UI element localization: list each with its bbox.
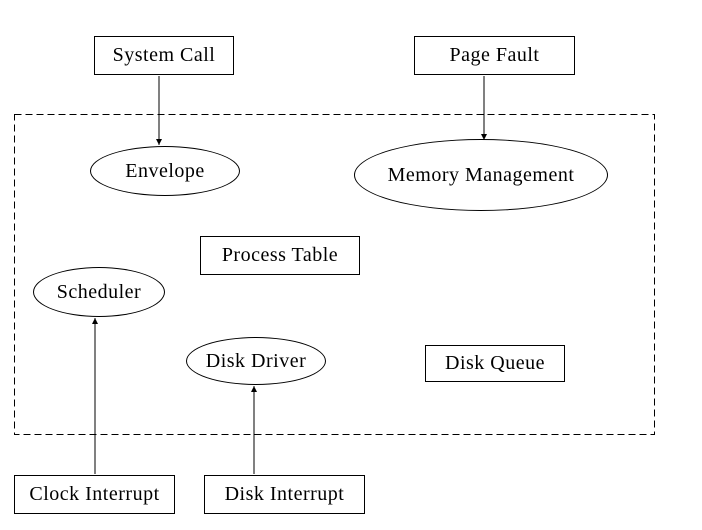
- node-memory-management-label: Memory Management: [387, 163, 575, 186]
- node-disk-interrupt: Disk Interrupt: [204, 475, 365, 514]
- node-clock-interrupt: Clock Interrupt: [14, 475, 175, 514]
- node-memory-management: Memory Management: [354, 139, 608, 211]
- node-envelope-label: Envelope: [125, 159, 205, 182]
- node-process-table-label: Process Table: [221, 244, 339, 266]
- node-scheduler: Scheduler: [33, 267, 165, 317]
- node-clock-interrupt-label: Clock Interrupt: [29, 483, 160, 505]
- node-disk-queue: Disk Queue: [425, 345, 565, 382]
- node-page-fault: Page Fault: [414, 36, 575, 75]
- node-system-call-label: System Call: [112, 44, 216, 66]
- node-system-call: System Call: [94, 36, 234, 75]
- node-envelope: Envelope: [90, 146, 240, 196]
- node-disk-queue-label: Disk Queue: [445, 352, 545, 374]
- node-disk-driver: Disk Driver: [186, 337, 326, 385]
- node-process-table: Process Table: [200, 236, 360, 275]
- node-disk-driver-label: Disk Driver: [205, 349, 307, 372]
- node-disk-interrupt-label: Disk Interrupt: [224, 483, 345, 505]
- node-page-fault-label: Page Fault: [449, 44, 540, 66]
- node-scheduler-label: Scheduler: [56, 280, 142, 303]
